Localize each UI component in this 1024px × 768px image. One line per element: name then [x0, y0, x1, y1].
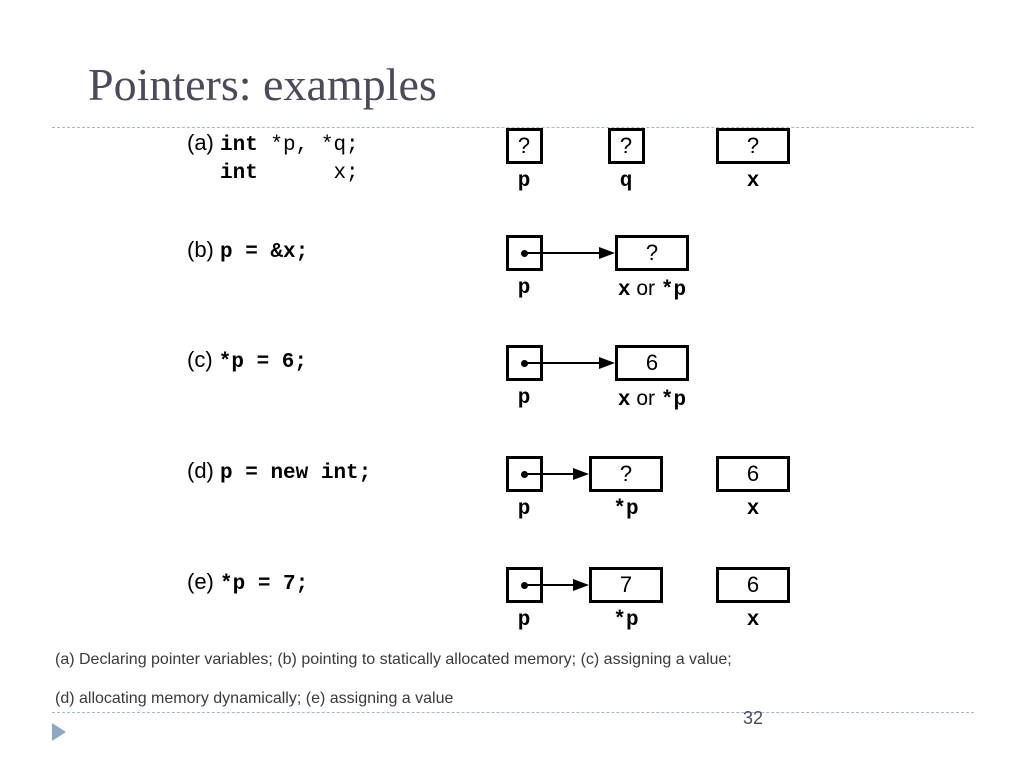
value-box: 6	[716, 456, 790, 492]
variable-label: x	[746, 170, 760, 193]
row-label: (a)	[187, 130, 214, 155]
code-line-d-1: (d) p = new int;	[187, 458, 371, 485]
code-line-e-1: (e) *p = 7;	[187, 569, 308, 596]
code-statement: *p = 7;	[220, 573, 309, 596]
code-statement: int *p, *q;	[220, 134, 359, 157]
row-label: (e)	[187, 569, 214, 594]
value-box: ?	[615, 235, 689, 271]
pointer-arrow	[524, 247, 615, 259]
caption-line-1: (a) Declaring pointer variables; (b) poi…	[55, 651, 732, 668]
variable-label: *p	[613, 498, 639, 521]
pointer-arrow	[524, 579, 589, 591]
slide-title: Pointers: examples	[88, 59, 437, 110]
play-icon	[52, 723, 66, 741]
variable-label: *p	[613, 609, 639, 632]
page-number: 32	[743, 708, 764, 728]
value-box: ?	[607, 128, 645, 164]
variable-label: p	[517, 170, 531, 193]
code-statement: *p = 6;	[218, 351, 307, 374]
top-divider	[52, 127, 974, 128]
row-label: (c)	[187, 347, 213, 372]
code-statement: p = new int;	[220, 462, 372, 485]
code-line-c-1: (c) *p = 6;	[187, 347, 307, 374]
variable-label: p	[517, 609, 531, 632]
value-box: 7	[589, 567, 663, 603]
value-box: ?	[716, 128, 790, 164]
variable-label: x	[746, 498, 760, 521]
variable-label: p	[517, 277, 531, 300]
pointer-arrow	[524, 357, 615, 369]
pointer-arrow	[524, 468, 589, 480]
value-box: ?	[589, 456, 663, 492]
value-box: 6	[615, 345, 689, 381]
variable-label: q	[619, 170, 633, 193]
code-line-a-1: (a) int *p, *q;	[187, 130, 359, 157]
value-box: 6	[716, 567, 790, 603]
variable-label: x	[746, 609, 760, 632]
code-statement: int x;	[220, 162, 359, 185]
variable-label: p	[517, 498, 531, 521]
code-line-b-1: (b) p = &x;	[187, 237, 308, 264]
value-box: ?	[505, 128, 543, 164]
code-statement: p = &x;	[220, 241, 309, 264]
caption-line-2: (d) allocating memory dynamically; (e) a…	[55, 690, 454, 707]
variable-label: p	[517, 387, 531, 410]
row-label: (b)	[187, 237, 214, 262]
row-label: (d)	[187, 458, 214, 483]
bottom-divider	[52, 712, 974, 713]
code-line-a-2: (a) int x;	[187, 158, 359, 185]
variable-label: x or *p	[617, 387, 687, 412]
variable-label: x or *p	[617, 277, 687, 302]
